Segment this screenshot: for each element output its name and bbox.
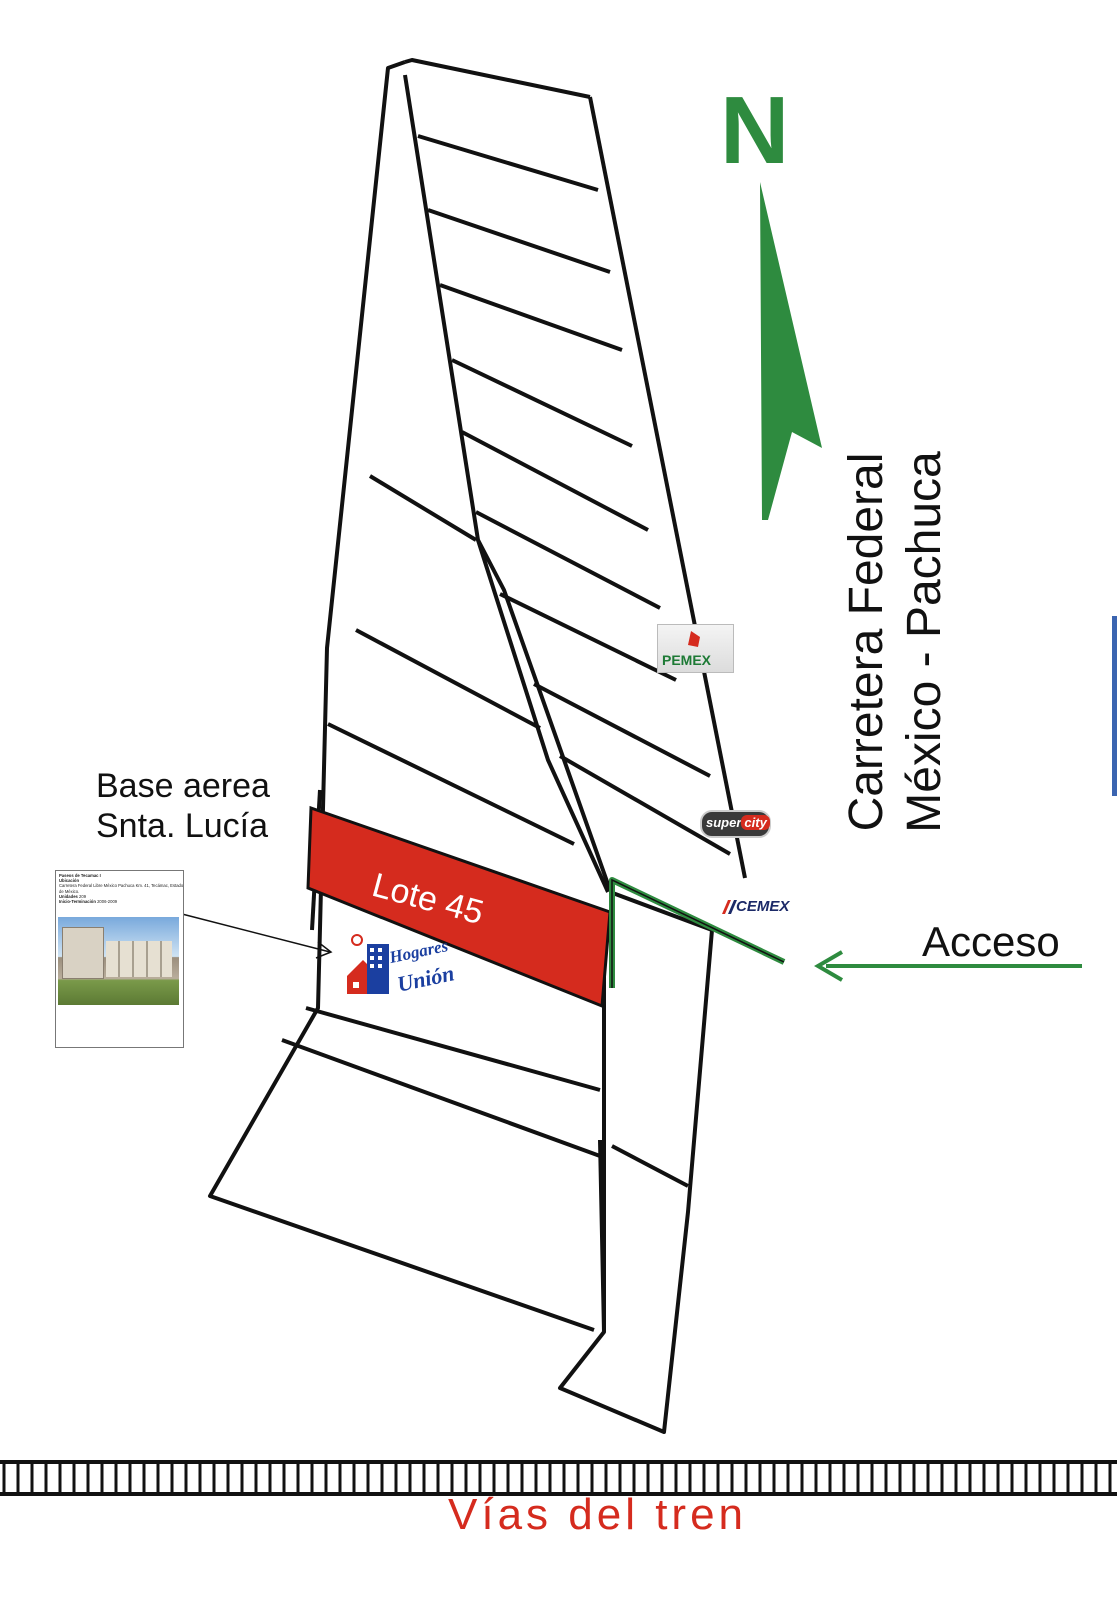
project-photo	[58, 917, 179, 1005]
cemex-text: CEMEX	[736, 898, 790, 915]
project-location-text: Carretera Federal Libre México Pachuca K…	[59, 883, 184, 894]
supercity-text-b: city	[741, 815, 770, 830]
pemex-logo: PEMEX	[657, 624, 734, 673]
supercity-text-a: super	[706, 815, 742, 830]
hogares-union-logo: Hogares Unión	[343, 930, 456, 1006]
road-label: Carretera Federal México - Pachuca	[840, 432, 952, 852]
parcel-boundaries	[208, 58, 747, 1434]
lot-45-highlight[interactable]	[306, 805, 612, 1009]
project-units-label: Unidades	[59, 893, 78, 899]
access-label: Acceso	[922, 918, 1060, 965]
base-label-line2: Snta. Lucía	[96, 807, 269, 845]
road-label-line2: México - Pachuca	[898, 451, 951, 833]
cemex-logo: CEMEX	[714, 896, 804, 918]
railway-label: Vías del tren	[448, 1490, 748, 1539]
union-text: Unión	[394, 960, 457, 997]
edge-strip	[1112, 616, 1117, 796]
base-label-line1: Base aerea	[96, 767, 270, 805]
north-arrow	[760, 182, 822, 520]
project-dates-value: 2006-2009	[97, 899, 118, 905]
north-label: N	[720, 77, 790, 184]
project-title: Paseos de Tecamac I	[59, 873, 101, 878]
project-location-label: Ubicación	[59, 878, 80, 884]
railway-track	[0, 1460, 1117, 1496]
project-info-text: Paseos de Tecamac I Ubicación Carretera …	[56, 871, 184, 906]
base-aerea-label: Base aerea Snta. Lucía	[96, 766, 270, 846]
project-units-value: 209	[79, 893, 87, 899]
project-info-card[interactable]: Paseos de Tecamac I Ubicación Carretera …	[55, 870, 184, 1048]
access-arrow	[814, 950, 1082, 982]
road-label-line1: Carretera Federal	[840, 452, 893, 832]
pemex-text: PEMEX	[662, 652, 712, 668]
project-dates-label: Inicio-Terminación	[59, 899, 96, 905]
info-pointer	[181, 913, 333, 959]
parcel-strip-west	[210, 62, 745, 1440]
